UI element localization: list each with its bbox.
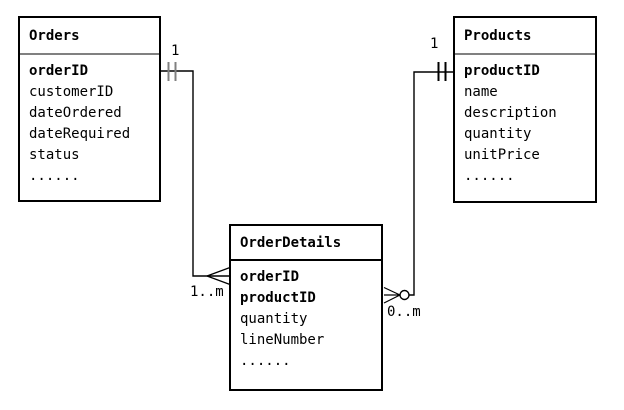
products-orderdetails-connector [383, 62, 454, 304]
orders-orderdetails-connector [159, 62, 231, 286]
entity-field-key: orderID [240, 269, 300, 285]
entity-field: ...... [29, 168, 80, 184]
cardinality-label-products-one: 1 [430, 36, 439, 52]
entity-field-key: orderID [29, 63, 89, 79]
entity-products-fields: productID name description quantity unitPric… [455, 55, 595, 187]
zero-circle-icon [399, 289, 410, 301]
cardinality-label-orderdetails-many: 1..m [190, 284, 224, 300]
entity-products: Products productID name description quantit… [453, 16, 597, 203]
entity-orderdetails: OrderDetails orderID productID quantity lin… [229, 224, 383, 391]
entity-field: dateRequired [29, 126, 131, 142]
entity-field: ...... [240, 353, 291, 369]
entity-field: quantity [464, 126, 532, 142]
one-double-tick-icon [437, 62, 447, 81]
one-double-tick-icon [167, 62, 177, 81]
entity-products-title: Products [455, 18, 595, 55]
entity-field: customerID [29, 84, 114, 100]
entity-orderdetails-fields: orderID productID quantity lineNumber...... [231, 261, 381, 372]
entity-orders-title: Orders [20, 18, 159, 55]
entity-orders-fields: orderID customerID dateOrdered dateRequired… [20, 55, 159, 187]
crow-foot-many-icon [206, 266, 231, 286]
entity-field: status [29, 147, 80, 163]
entity-orderdetails-title: OrderDetails [231, 226, 381, 261]
cardinality-label-orderdetails-zero-many: 0..m [387, 304, 421, 320]
connector-line [409, 71, 454, 296]
entity-field: name [464, 84, 498, 100]
entity-field: quantity [240, 311, 308, 327]
entity-field: unitPrice [464, 147, 540, 163]
entity-field-key: productID [240, 290, 316, 306]
cardinality-label-orders-one: 1 [171, 43, 180, 59]
entity-field: dateOrdered [29, 105, 122, 121]
crow-foot-many-icon [383, 286, 401, 304]
entity-field: ...... [464, 168, 515, 184]
entity-field: lineNumber [240, 332, 325, 348]
entity-field: description [464, 105, 557, 121]
connector-line [159, 70, 230, 277]
entity-orders: Orders orderID customerID dateOrdered dateR… [18, 16, 161, 202]
entity-field-key: productID [464, 63, 540, 79]
